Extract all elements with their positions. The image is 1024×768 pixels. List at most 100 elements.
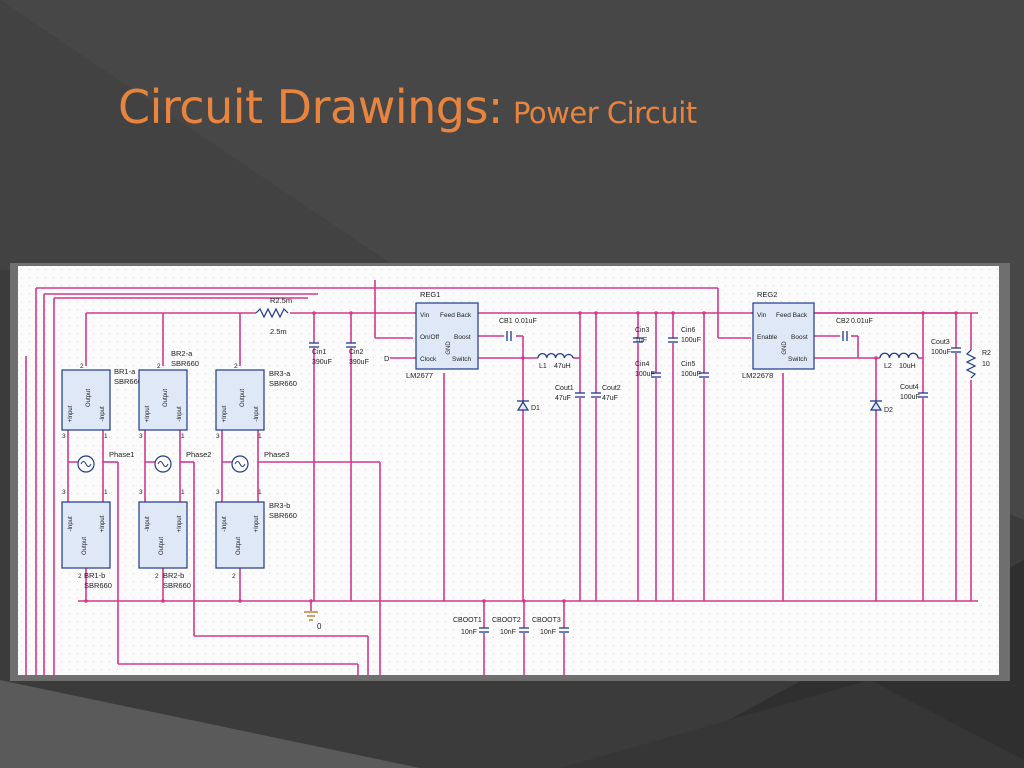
pin-number: 3 [62, 433, 66, 440]
wiring [25, 280, 978, 675]
cap-cout4 [917, 392, 929, 398]
reg2-pin-switch: Switch [788, 356, 808, 363]
cin5-value: 100uF [681, 337, 701, 344]
bridge-br1-b: -Input +Input Output [61, 501, 111, 569]
reg1-pin-switch: Switch [452, 356, 472, 363]
resistor-r1-value: 2.5m [270, 327, 287, 336]
regulator-reg1: Vin Feed Back On/Off Boost Clock Switch … [415, 302, 479, 370]
bridge-label-left: +Input [222, 405, 228, 422]
pin-number: 2 [234, 363, 238, 370]
cap-cb1 [506, 330, 512, 342]
bridge-part: SBR660 [269, 511, 297, 520]
bridge-label-left: +Input [68, 405, 74, 422]
cap-cout2 [590, 392, 602, 398]
regulator-reg2: Vin Feed Back Enable Boost Switch GND [752, 302, 815, 370]
cout3-value: 100uF [931, 349, 951, 356]
cin4-value: 100uF [635, 371, 655, 378]
slide-title-sub: Power Circuit [512, 96, 697, 130]
reg2-name: REG2 [757, 290, 777, 299]
cin3-value: 1uF [635, 337, 647, 344]
diode-d1-label: D1 [531, 405, 540, 412]
bridge-name: BR1-a [114, 367, 136, 376]
pin-number: 2 [232, 573, 236, 580]
pin-number: 3 [216, 433, 220, 440]
cboot1-value: 10nF [461, 629, 477, 636]
pin-number: 3 [139, 433, 143, 440]
resistor-r2-name: R2 [982, 350, 991, 357]
phase2-source [154, 455, 172, 473]
bridge-br2-b: -Input +Input Output [138, 501, 188, 569]
reg2-pin-fb: Feed Back [776, 312, 808, 319]
pin-number: 2 [78, 573, 82, 580]
cap-cboot3 [558, 627, 570, 633]
bridge-label-output: Output [163, 389, 169, 407]
pin-number: 1 [104, 433, 108, 440]
cin2-value: 390uF [349, 359, 369, 366]
cboot1-name: CBOOT1 [453, 617, 482, 624]
resistor-r1-name: R2.5m [270, 296, 292, 305]
bridge-label-left: -Input [145, 516, 151, 532]
inductor-l2-name: L2 [884, 363, 892, 370]
cboot3-name: CBOOT3 [532, 617, 561, 624]
bridge-label-output: Output [159, 537, 165, 555]
reg2-pin-enable: Enable [757, 334, 778, 341]
cb1-value: 0.01uF [515, 318, 537, 325]
bridge-label-right: -Input [254, 406, 260, 422]
pin-number: 1 [181, 433, 185, 440]
cout4-name: Cout4 [900, 384, 919, 391]
cin1-name: Cin1 [312, 349, 327, 356]
capacitor-symbols [308, 330, 962, 633]
cin3-name: Cin3 [635, 327, 650, 334]
bridge-label-left: -Input [222, 516, 228, 532]
inductor-l2 [879, 352, 919, 360]
bridge-name: BR3-a [269, 369, 291, 378]
bridge-label-output: Output [236, 537, 242, 555]
capacitor-labels: Cin1 390uF Cin2 390uF CB1 0.01uF Cout1 4… [312, 318, 951, 636]
cap-cboot1 [478, 627, 490, 633]
bridge-part: SBR660 [269, 379, 297, 388]
cin2-name: Cin2 [349, 349, 364, 356]
cap-cin3 [632, 337, 644, 343]
pin-number: 2 [155, 573, 159, 580]
bridge-label-right: -Input [177, 406, 183, 422]
ground-symbol [304, 611, 318, 621]
bridge-br3-b: -Input +Input Output [215, 501, 265, 569]
bridge-br2-a: Output +Input -Input [138, 369, 188, 431]
resistor-r2-value: 10 [982, 361, 990, 368]
cap-cb2 [842, 330, 848, 342]
reg2-pin-gnd: GND [782, 341, 788, 355]
phase1-source [77, 455, 95, 473]
reg1-pin-vin: Vin [420, 312, 430, 319]
bridge-part: SBR660 [171, 359, 199, 368]
cap-cin1 [308, 342, 320, 348]
reg1-pin-boost: Boost [454, 334, 471, 341]
cb1-name: CB1 [499, 318, 513, 325]
pin-number: 2 [157, 363, 161, 370]
cboot3-value: 10nF [540, 629, 556, 636]
reg2-part: LM22678 [742, 371, 773, 380]
phase2-label: Phase2 [186, 450, 211, 459]
bridge-part: SBR660 [163, 581, 191, 590]
cin6-value: 100uF [681, 371, 701, 378]
cap-cin6 [698, 372, 710, 378]
cap-cin5 [667, 337, 679, 343]
power-circuit-schematic: 0 Output +Input -Input BR1-a SBR660 Outp… [18, 266, 999, 675]
ground-label: 0 [317, 622, 322, 631]
reg1-name: REG1 [420, 290, 440, 299]
bridge-label-right: +Input [254, 515, 260, 532]
cout2-value: 47uF [602, 395, 618, 402]
inductor-l2-value: 10uH [899, 363, 916, 370]
pin-number: 1 [104, 489, 108, 496]
reg2-pin-vin: Vin [757, 312, 767, 319]
bridge-label-output: Output [82, 537, 88, 555]
cap-cin4 [650, 372, 662, 378]
bridge-label-output: Output [240, 389, 246, 407]
cout3-name: Cout3 [931, 339, 950, 346]
bridge-br1-a: Output +Input -Input [61, 369, 111, 431]
bridge-part: SBR660 [84, 581, 112, 590]
reg1-pin-clock: Clock [420, 356, 437, 363]
pin-number: 1 [258, 433, 262, 440]
bridge-name: BR3-b [269, 501, 290, 510]
cout2-name: Cout2 [602, 385, 621, 392]
diode-d1 [516, 400, 530, 411]
